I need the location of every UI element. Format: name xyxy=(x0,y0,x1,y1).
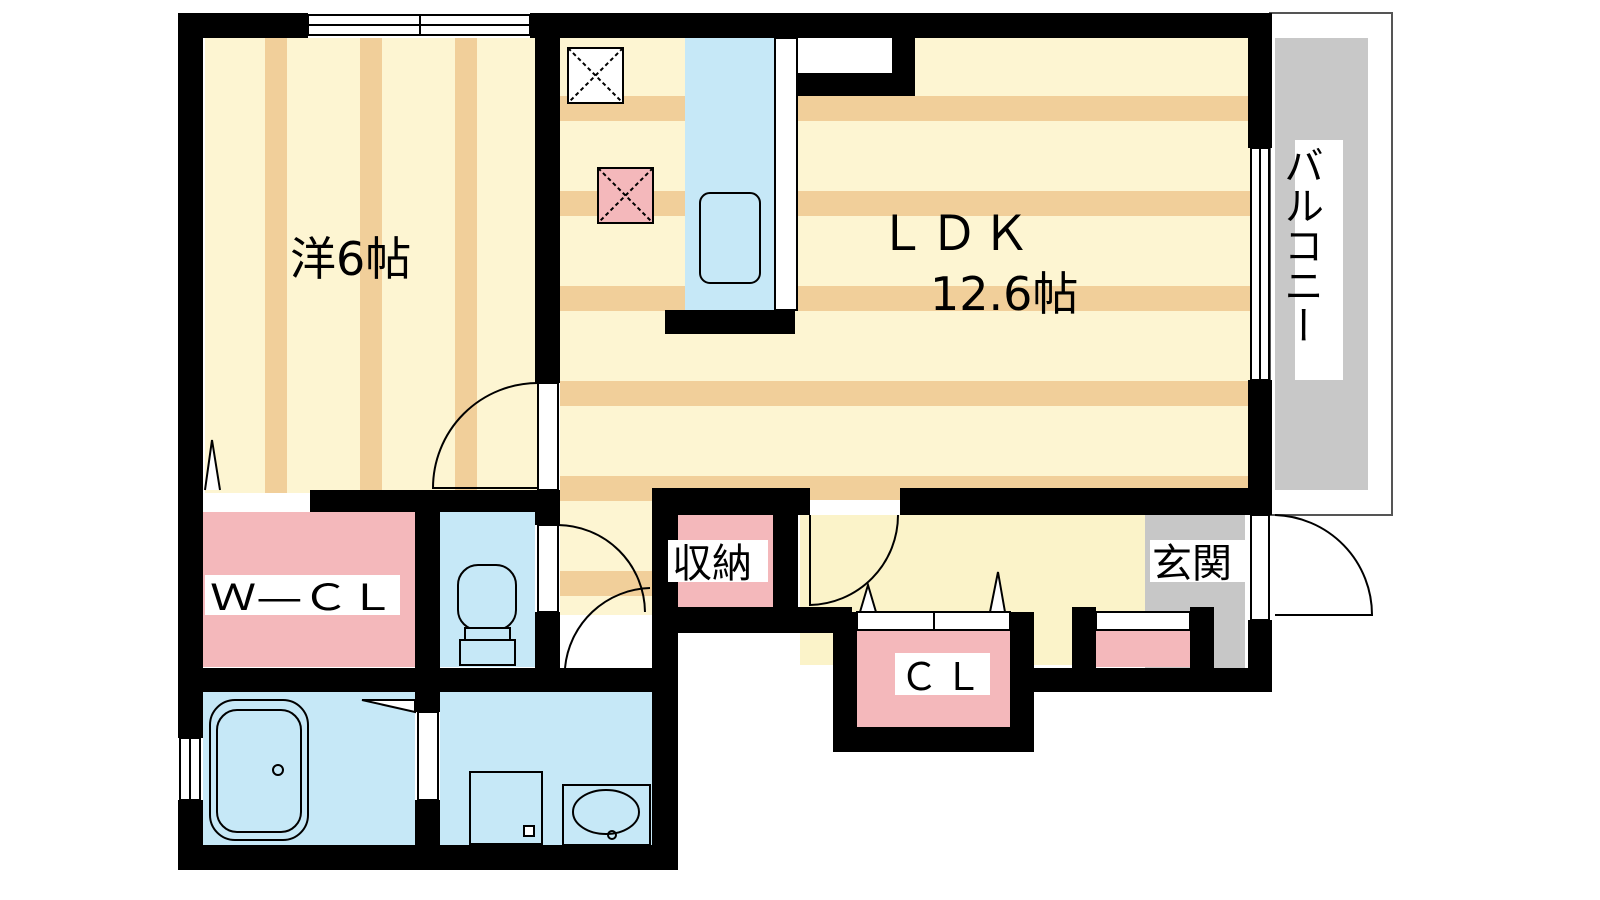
doors xyxy=(204,382,1374,801)
room-label-entrance: 玄関 xyxy=(1152,541,1232,587)
fixtures xyxy=(209,47,761,846)
kitchen-alcove xyxy=(797,38,892,73)
sink-icon xyxy=(699,192,761,284)
washbasin-icon xyxy=(562,784,651,846)
kitchen-partition xyxy=(774,37,798,311)
room-label-ldk-size: 12.6帖 xyxy=(930,267,1078,321)
room-label-storage: 収納 xyxy=(672,541,752,587)
ldk-floor xyxy=(560,38,1255,500)
room-label-balcony: バルコニー xyxy=(1277,145,1323,345)
bedroom-floor xyxy=(205,38,540,493)
walls xyxy=(178,13,1272,870)
room-label-bedroom: 洋6帖 xyxy=(290,232,411,286)
windows xyxy=(179,14,1270,801)
ldk-floor-extension xyxy=(560,495,655,615)
room-label-ldk-name: ＬＤＫ xyxy=(878,206,1034,262)
toilet-icon xyxy=(457,564,517,631)
room-label-closet: ＣＬ xyxy=(900,655,988,699)
room-label-wcl: Ｗ—ＣＬ xyxy=(210,578,395,619)
